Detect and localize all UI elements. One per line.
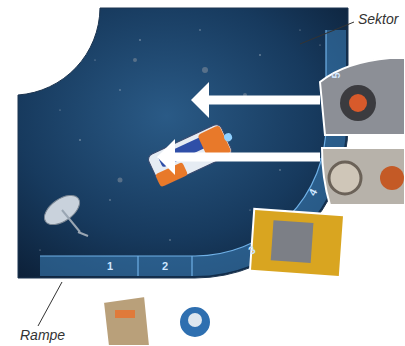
ramp-number: 2 bbox=[162, 261, 168, 272]
ramp-number: 1 bbox=[107, 261, 113, 272]
satellite-dish bbox=[39, 190, 88, 236]
callout-label: Sektor bbox=[358, 12, 398, 26]
callout-label: Rampe bbox=[20, 328, 65, 342]
ramp-band bbox=[40, 30, 336, 266]
sector-tile bbox=[18, 8, 348, 278]
ramp-number: 5 bbox=[331, 72, 342, 78]
leader-lines bbox=[38, 22, 354, 326]
tile-pieces bbox=[103, 58, 405, 346]
move-arrows bbox=[166, 100, 320, 157]
